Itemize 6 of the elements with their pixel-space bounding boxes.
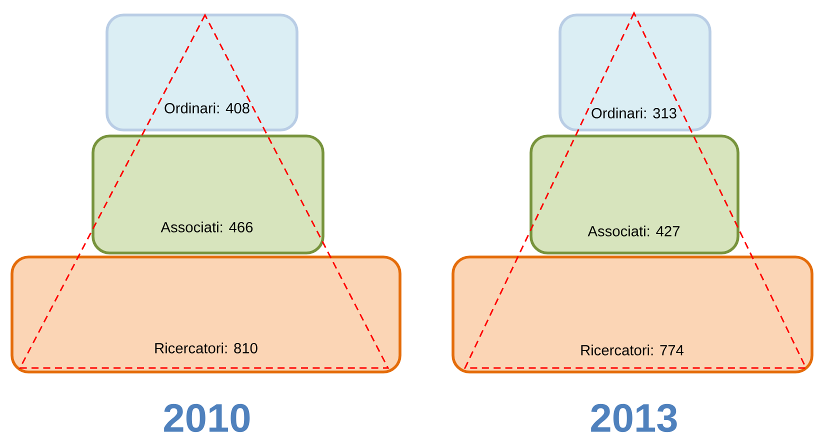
rounded-box: Ricercatori: 774 [452,256,814,374]
rounded-box: Associati: 466 [92,134,324,254]
rounded-box: Ricercatori: 810 [10,256,402,374]
rounded-box: Ordinari: 408 [106,14,298,132]
rounded-box: Associati: 427 [530,134,740,254]
rounded-box: Ordinari: 313 [558,14,712,132]
